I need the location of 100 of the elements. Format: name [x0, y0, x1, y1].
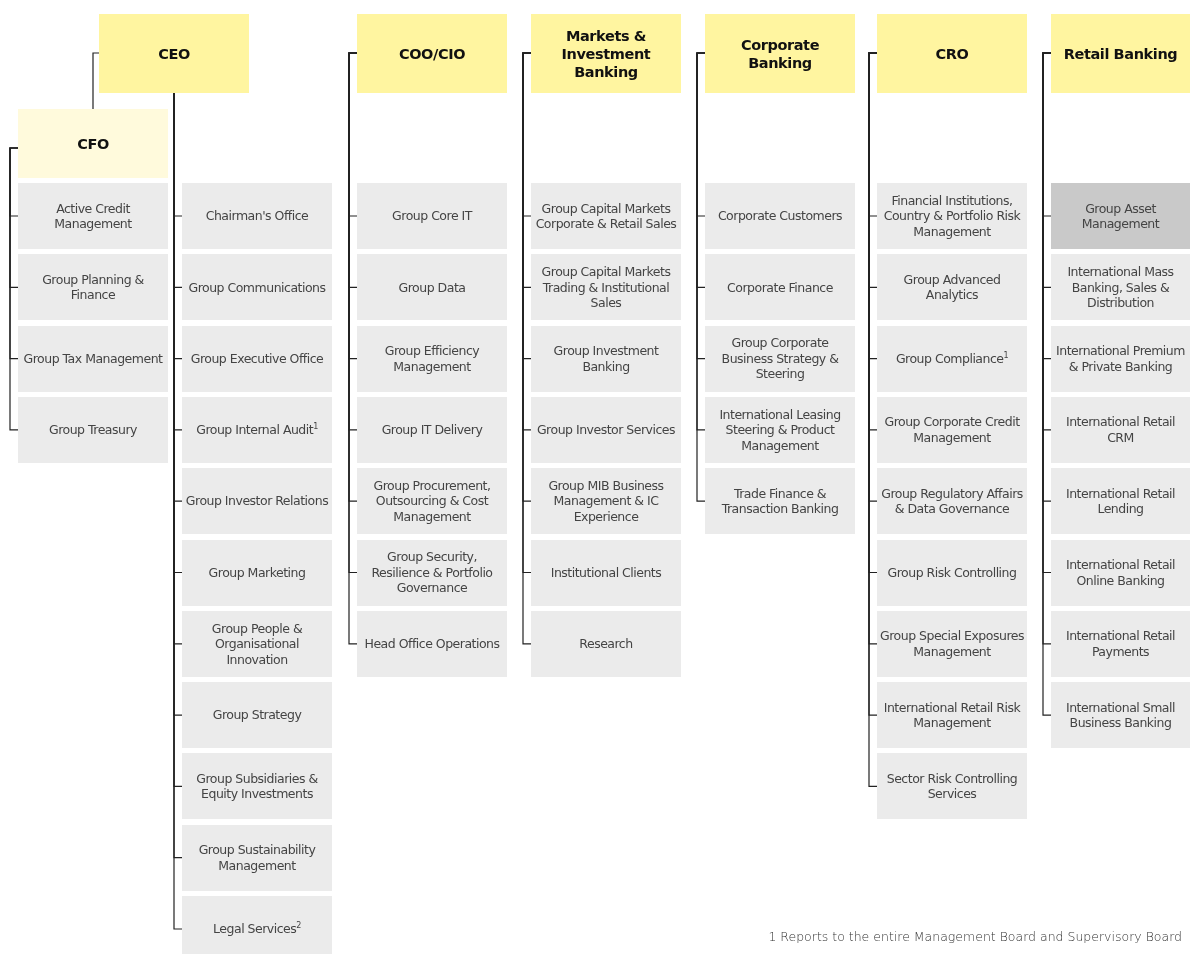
unit-box [357, 539, 507, 606]
unit-name: Group Security, Resilience & Portfolio Governance [370, 549, 494, 596]
role-title: COO/CIO [398, 44, 466, 63]
executive-box [705, 14, 855, 93]
executive-box [877, 14, 1027, 93]
unit-box [877, 610, 1027, 677]
unit-name: International Premium & Private Banking [1055, 343, 1186, 375]
unit-box [182, 539, 332, 606]
unit-name: Group Compliance$^{1}$ [895, 350, 1009, 367]
unit-name: International Retail Lending [1064, 485, 1177, 517]
executive-box [531, 14, 681, 93]
unit-name: Group Subsidiaries & Equity Investments [195, 770, 319, 802]
unit-name: Head Office Operations [364, 636, 500, 652]
unit-box [18, 254, 168, 321]
unit-name: Group Internal Audit$^{1}$ [196, 422, 318, 438]
unit-name: Group Procurement, Outsourcing & Cost Management [372, 477, 492, 525]
unit-name: Corporate Finance [727, 279, 833, 296]
unit-name: Group Data [398, 279, 466, 296]
unit-name: International Retail Online Banking [1064, 557, 1177, 588]
unit-name: Group Investor Services [536, 422, 676, 438]
unit-box [357, 183, 507, 249]
unit-box [1051, 254, 1190, 321]
unit-box [182, 682, 332, 749]
unit-name: Group Treasury [49, 422, 137, 438]
unit-name: International Small Business Banking [1065, 699, 1176, 731]
role-title: CFO [77, 134, 109, 153]
unit-box [531, 468, 681, 535]
unit-name: Institutional Clients [550, 564, 662, 581]
unit-name: International Retail Payments [1064, 628, 1177, 660]
unit-name: Group IT Delivery [381, 422, 483, 438]
unit-box [1051, 183, 1190, 249]
unit-name: Group Corporate Credit Management [883, 414, 1021, 446]
footnote: 1 Reports to the entire Management Board and Supervisory Board [768, 929, 1182, 944]
unit-box [705, 254, 855, 321]
unit-name: Sector Risk Controlling Services [885, 770, 1019, 802]
unit-box [705, 396, 855, 463]
unit-name: Group Sustainability Management [197, 842, 317, 874]
unit-name: International Leasing Steering & Product Management [718, 406, 842, 454]
unit-box [182, 824, 332, 891]
unit-box [1051, 325, 1190, 392]
unit-name: Group Planning & Finance [41, 271, 145, 303]
unit-box [877, 682, 1027, 749]
unit-box [531, 325, 681, 392]
unit-box [357, 610, 507, 677]
unit-name: Group Investment Banking [552, 343, 660, 375]
unit-box [18, 325, 168, 392]
unit-name: Corporate Customers [717, 208, 843, 224]
unit-name: Group Asset Management [1080, 200, 1161, 232]
unit-name: Group Regulatory Affairs & Data Governance [880, 485, 1024, 517]
unit-name: Group Investor Relations [185, 493, 329, 509]
connector-line [9, 147, 19, 431]
role-title: Markets & Investment Banking [560, 26, 652, 81]
unit-name: Group Executive Office [190, 350, 324, 367]
unit-name: Group MIB Business Management & IC Experience [547, 477, 665, 525]
unit-name: Group Capital Markets Corporate & Retail Sales [534, 200, 678, 232]
connector-line [696, 52, 706, 502]
unit-box [357, 468, 507, 535]
role-title: CEO [158, 44, 190, 63]
unit-box [18, 183, 168, 249]
unit-name: International Retail Risk Management [882, 699, 1022, 731]
unit-box [357, 396, 507, 463]
unit-name: Active Credit Management [53, 200, 133, 232]
unit-name: Financial Institutions, Country & Portfolio Risk Management [882, 192, 1022, 240]
unit-name: Group Efficiency Management [383, 343, 481, 375]
unit-box [705, 468, 855, 535]
unit-name: Group Capital Markets Trading & Institutional Sales [540, 264, 672, 311]
unit-name: International Mass Banking, Sales & Distribution [1066, 264, 1175, 311]
connector-line [92, 52, 100, 110]
unit-name: Group Strategy [212, 707, 302, 723]
unit-name: Chairman's Office [205, 208, 309, 224]
unit-box [877, 753, 1027, 820]
unit-box [877, 468, 1027, 535]
unit-box [182, 325, 332, 392]
role-title: CRO [935, 44, 969, 63]
unit-name: Group Corporate Business Strategy & Steering [720, 335, 840, 382]
unit-box [531, 610, 681, 677]
unit-box [357, 254, 507, 321]
role-title: Corporate Banking [739, 35, 821, 72]
unit-name: Group Risk Controlling [887, 564, 1017, 581]
unit-box [531, 254, 681, 321]
unit-box [357, 325, 507, 392]
unit-box [182, 468, 332, 535]
unit-box [877, 539, 1027, 606]
unit-box [18, 396, 168, 463]
unit-box [877, 183, 1027, 249]
unit-name: Group Tax Management [23, 350, 163, 367]
executive-box [1051, 14, 1190, 93]
unit-box [531, 183, 681, 249]
unit-name: Group People & Organisational Innovation [210, 620, 304, 668]
unit-box [1051, 539, 1190, 606]
executive-box [18, 109, 168, 178]
executive-box [99, 14, 249, 93]
unit-name: Group Special Exposures Management [880, 628, 1024, 660]
unit-name: Trade Finance & Transaction Banking [720, 485, 840, 517]
unit-box [182, 896, 332, 954]
unit-name: Group Advanced Analytics [902, 271, 1002, 303]
unit-box [1051, 468, 1190, 535]
unit-name: Research [579, 636, 633, 652]
unit-box [182, 396, 332, 463]
unit-box [1051, 396, 1190, 463]
